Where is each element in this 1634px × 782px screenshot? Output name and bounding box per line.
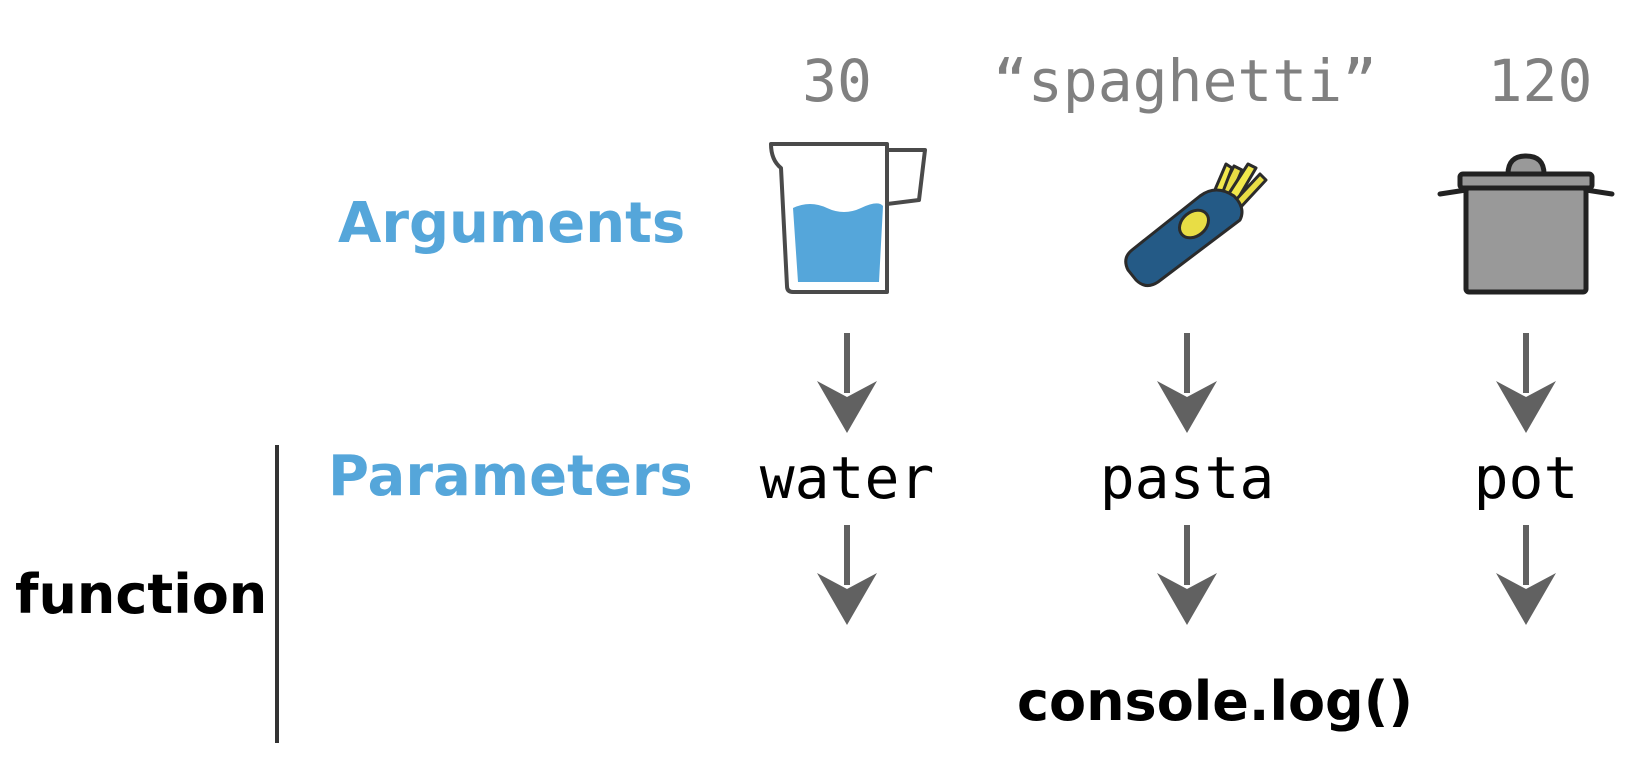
argument-value-1: 30 bbox=[802, 47, 872, 115]
cooking-pot-icon bbox=[1437, 153, 1615, 295]
argument-value-2: “spaghetti” bbox=[992, 47, 1378, 115]
function-label: function bbox=[15, 563, 268, 626]
parameter-name-2: pasta bbox=[1099, 444, 1275, 512]
parameter-name-3: pot bbox=[1473, 444, 1579, 512]
arrow-argument-to-parameter-1 bbox=[817, 333, 877, 433]
function-body-call: console.log() bbox=[1017, 670, 1414, 733]
arguments-label: Arguments bbox=[338, 191, 686, 256]
parameters-label: Parameters bbox=[328, 444, 693, 509]
arrow-argument-to-parameter-3 bbox=[1496, 333, 1556, 433]
arrow-parameter-to-body-3 bbox=[1496, 525, 1556, 625]
arrow-argument-to-parameter-2 bbox=[1157, 333, 1217, 433]
argument-value-3: 120 bbox=[1487, 47, 1593, 115]
function-scope-bar bbox=[275, 445, 279, 743]
pasta-package-icon bbox=[1124, 162, 1268, 287]
measuring-jug-icon bbox=[769, 142, 927, 294]
arrow-parameter-to-body-2 bbox=[1157, 525, 1217, 625]
arrow-parameter-to-body-1 bbox=[817, 525, 877, 625]
parameter-name-1: water bbox=[759, 444, 935, 512]
